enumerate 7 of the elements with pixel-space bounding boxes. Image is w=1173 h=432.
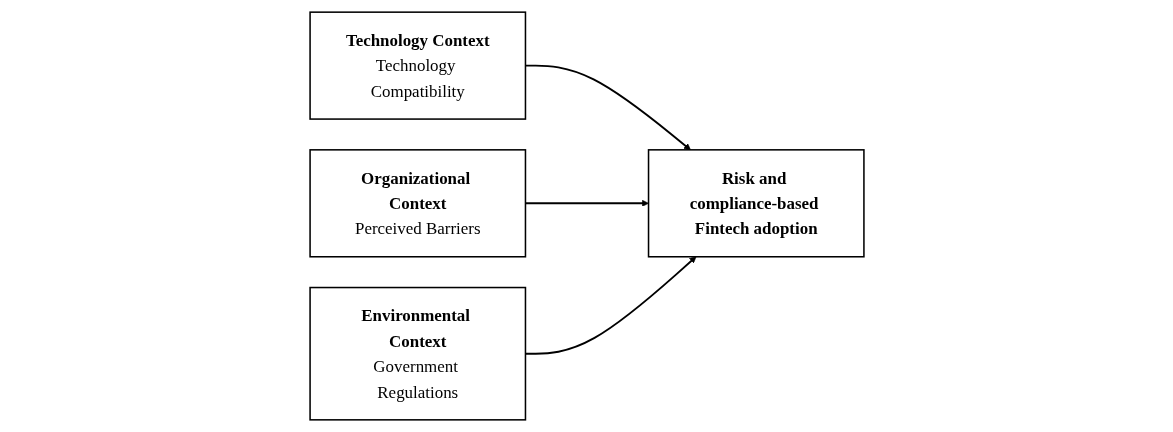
arrow <box>524 199 649 207</box>
node-box: Organizational Context Perceived Barriers <box>308 149 526 258</box>
node-box: Technology Context Technology Compatibility <box>308 11 526 120</box>
node-box: Environmental Context Government Regulations <box>308 286 526 421</box>
arrow <box>524 256 696 355</box>
node-box: Risk and compliance-based Fintech adoption <box>647 149 865 258</box>
arrow <box>524 64 691 151</box>
